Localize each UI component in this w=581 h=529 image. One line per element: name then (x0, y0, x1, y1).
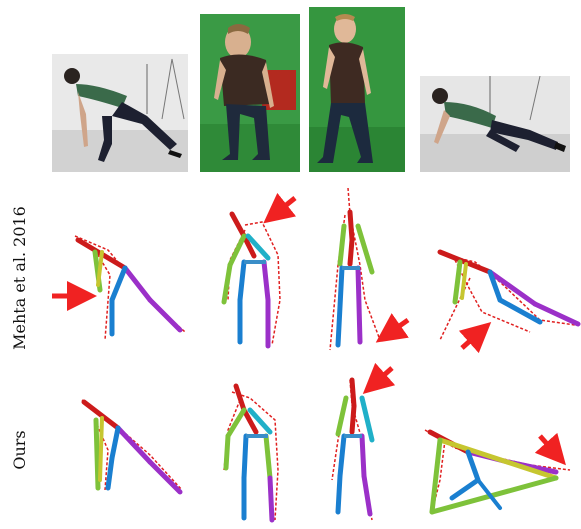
skeleton-ours-2 (224, 386, 278, 520)
skeleton-baseline-3 (330, 188, 408, 350)
skeleton-baseline-4 (440, 252, 578, 348)
skeleton-ours-4 (425, 430, 570, 512)
skeleton-ours-1 (82, 400, 182, 492)
skeleton-baseline-2 (224, 198, 295, 346)
skeleton-baseline-1 (52, 236, 185, 340)
skeleton-ours-3 (332, 368, 392, 520)
